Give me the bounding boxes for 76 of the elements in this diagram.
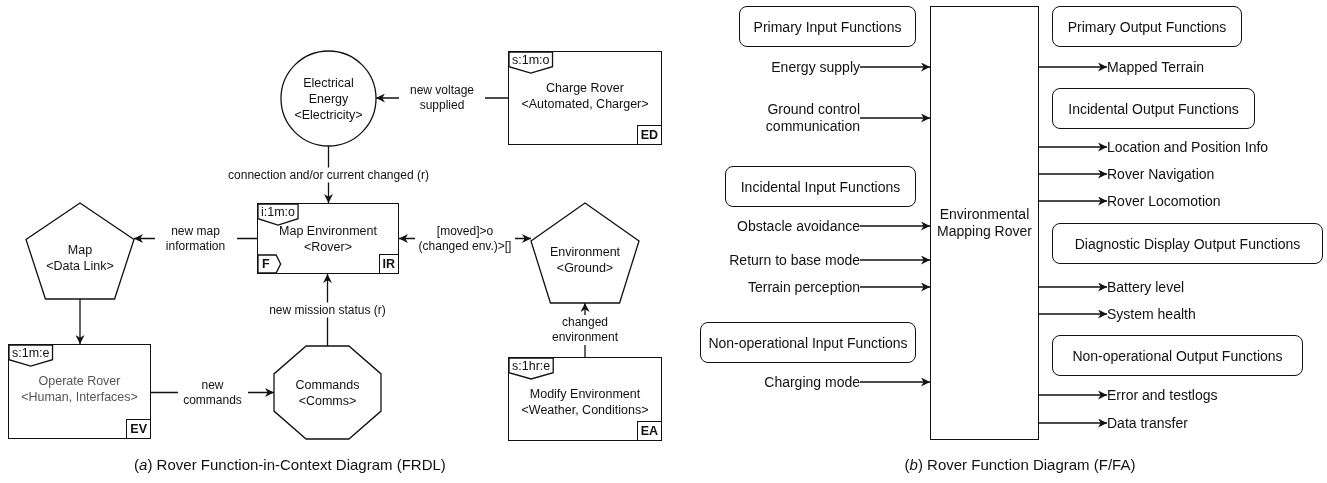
tag-tab: s:1m:o: [509, 52, 553, 73]
edge-label: connection and/or current changed (r): [226, 167, 431, 182]
function-box: [508, 357, 662, 441]
function-box: [257, 203, 399, 274]
input-label: Terrain perception: [700, 278, 860, 296]
edge-label: new voltage supplied: [399, 83, 485, 113]
code-box: EA: [636, 421, 661, 440]
input-label: Ground control communication: [740, 100, 860, 136]
node-title: Electrical Energy: [302, 74, 355, 107]
arrow: [859, 282, 931, 292]
arrow: [859, 377, 931, 387]
function-title: Operate Rover: [38, 373, 121, 389]
function-box: [508, 51, 662, 145]
output-label: Rover Navigation: [1107, 165, 1257, 183]
arrow: [1038, 390, 1108, 400]
function-tab: F: [258, 255, 281, 273]
arrow: [1038, 282, 1108, 292]
code-box: IR: [378, 254, 398, 273]
function-agent: <Weather, Conditions>: [521, 402, 649, 418]
arrow: [1038, 418, 1108, 428]
pentagon-node: [531, 203, 639, 303]
arrow: [1038, 142, 1108, 152]
tag-tab: s:1m:e: [9, 345, 53, 366]
edge-label: [moved]>o (changed env.)>[]: [415, 223, 515, 254]
node-type: <Electricity>: [294, 106, 363, 123]
figure-caption: (b) Rover Function Diagram (F/FA): [903, 456, 1137, 474]
function-agent: <Rover>: [304, 239, 352, 255]
category-box: Diagnostic Display Output Functions: [1052, 223, 1323, 264]
arrow: [859, 221, 931, 231]
function-title: Modify Environment: [529, 386, 641, 402]
tag-tab: i:1m:o: [258, 204, 299, 225]
node-title: Environment: [549, 244, 621, 260]
arrow: [75, 298, 85, 345]
input-label: Charging mode: [740, 373, 860, 391]
node-title: Map: [67, 242, 93, 258]
function-title: Map Environment: [279, 223, 377, 239]
code-box: ED: [636, 125, 661, 144]
octagon-node: [274, 346, 381, 439]
category-box: Non-operational Input Functions: [700, 322, 916, 363]
category-box: Primary Input Functions: [739, 6, 916, 47]
category-box: Non-operational Output Functions: [1052, 335, 1303, 376]
node-type: <Ground>: [556, 260, 614, 276]
edge-label: new mission status (r): [267, 302, 388, 318]
category-box: Primary Output Functions: [1052, 6, 1242, 47]
output-label: Rover Locomotion: [1107, 192, 1257, 210]
category-box: Incidental Output Functions: [1052, 88, 1255, 129]
arrow: [1038, 309, 1108, 319]
output-label: Error and testlogs: [1107, 386, 1277, 404]
pentagon-node: [26, 203, 134, 299]
function-box: [8, 344, 151, 439]
output-label: Data transfer: [1107, 414, 1257, 432]
node-type: <Data Link>: [46, 258, 114, 274]
node-title: Commands: [295, 376, 360, 393]
output-label: System health: [1107, 305, 1257, 323]
input-label: Return to base mode: [700, 251, 860, 269]
function-agent: <Human, Interfaces>: [21, 389, 138, 405]
category-box: Incidental Input Functions: [725, 166, 916, 207]
output-label: Location and Position Info: [1107, 138, 1307, 156]
node-type: <Comms>: [298, 392, 357, 409]
arrow: [1038, 196, 1108, 206]
system-box: Environmental Mapping Rover: [930, 6, 1039, 440]
arrow: [859, 62, 931, 72]
output-label: Battery level: [1107, 278, 1257, 296]
arrow: [1038, 62, 1108, 72]
function-agent: <Automated, Charger>: [521, 96, 649, 112]
output-label: Mapped Terrain: [1107, 58, 1257, 76]
code-box: EV: [126, 419, 150, 438]
function-title: Charge Rover: [546, 80, 624, 96]
arrow: [859, 113, 931, 123]
arrow: [1038, 169, 1108, 179]
circle-node: [281, 51, 376, 146]
tag-tab: s:1hr:e: [509, 358, 554, 379]
input-label: Energy supply: [740, 58, 860, 76]
input-label: Obstacle avoidance: [700, 217, 860, 235]
arrow: [859, 255, 931, 265]
figure-caption: (a) Rover Function-in-Context Diagram (FRDL): [133, 456, 447, 474]
